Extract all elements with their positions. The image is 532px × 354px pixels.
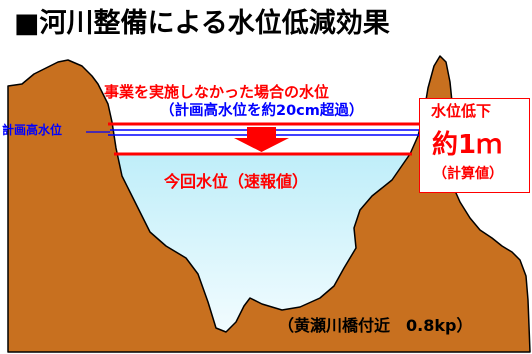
without-project-water-level-label: 事業を実施しなかった場合の水位 bbox=[104, 83, 330, 101]
river-water bbox=[112, 154, 410, 332]
current-water-level-label: 今回水位（速報値） bbox=[164, 172, 309, 191]
page-title-text: 河川整備による水位低減効果 bbox=[39, 8, 390, 39]
reduction-heading: 水位低下 bbox=[431, 102, 492, 120]
reduction-note: （計算値） bbox=[433, 166, 503, 182]
water-level-reduction-arrow bbox=[234, 127, 289, 152]
without-project-exceedance-note: （計画高水位を約20cm超過） bbox=[160, 103, 364, 119]
reduction-value: 約1ｍ bbox=[432, 130, 503, 160]
title-square-marker: ■ bbox=[14, 8, 40, 39]
planned-high-water-level-label: 計画高水位 bbox=[2, 123, 63, 137]
location-label: （黄瀬川橋付近 0.8kp） bbox=[278, 316, 473, 335]
channel-terrain bbox=[7, 55, 531, 353]
water-level-reduction-box: 水位低下 約1ｍ （計算値） bbox=[419, 98, 530, 193]
page-title: ■河川整備による水位低減効果 bbox=[14, 10, 390, 37]
